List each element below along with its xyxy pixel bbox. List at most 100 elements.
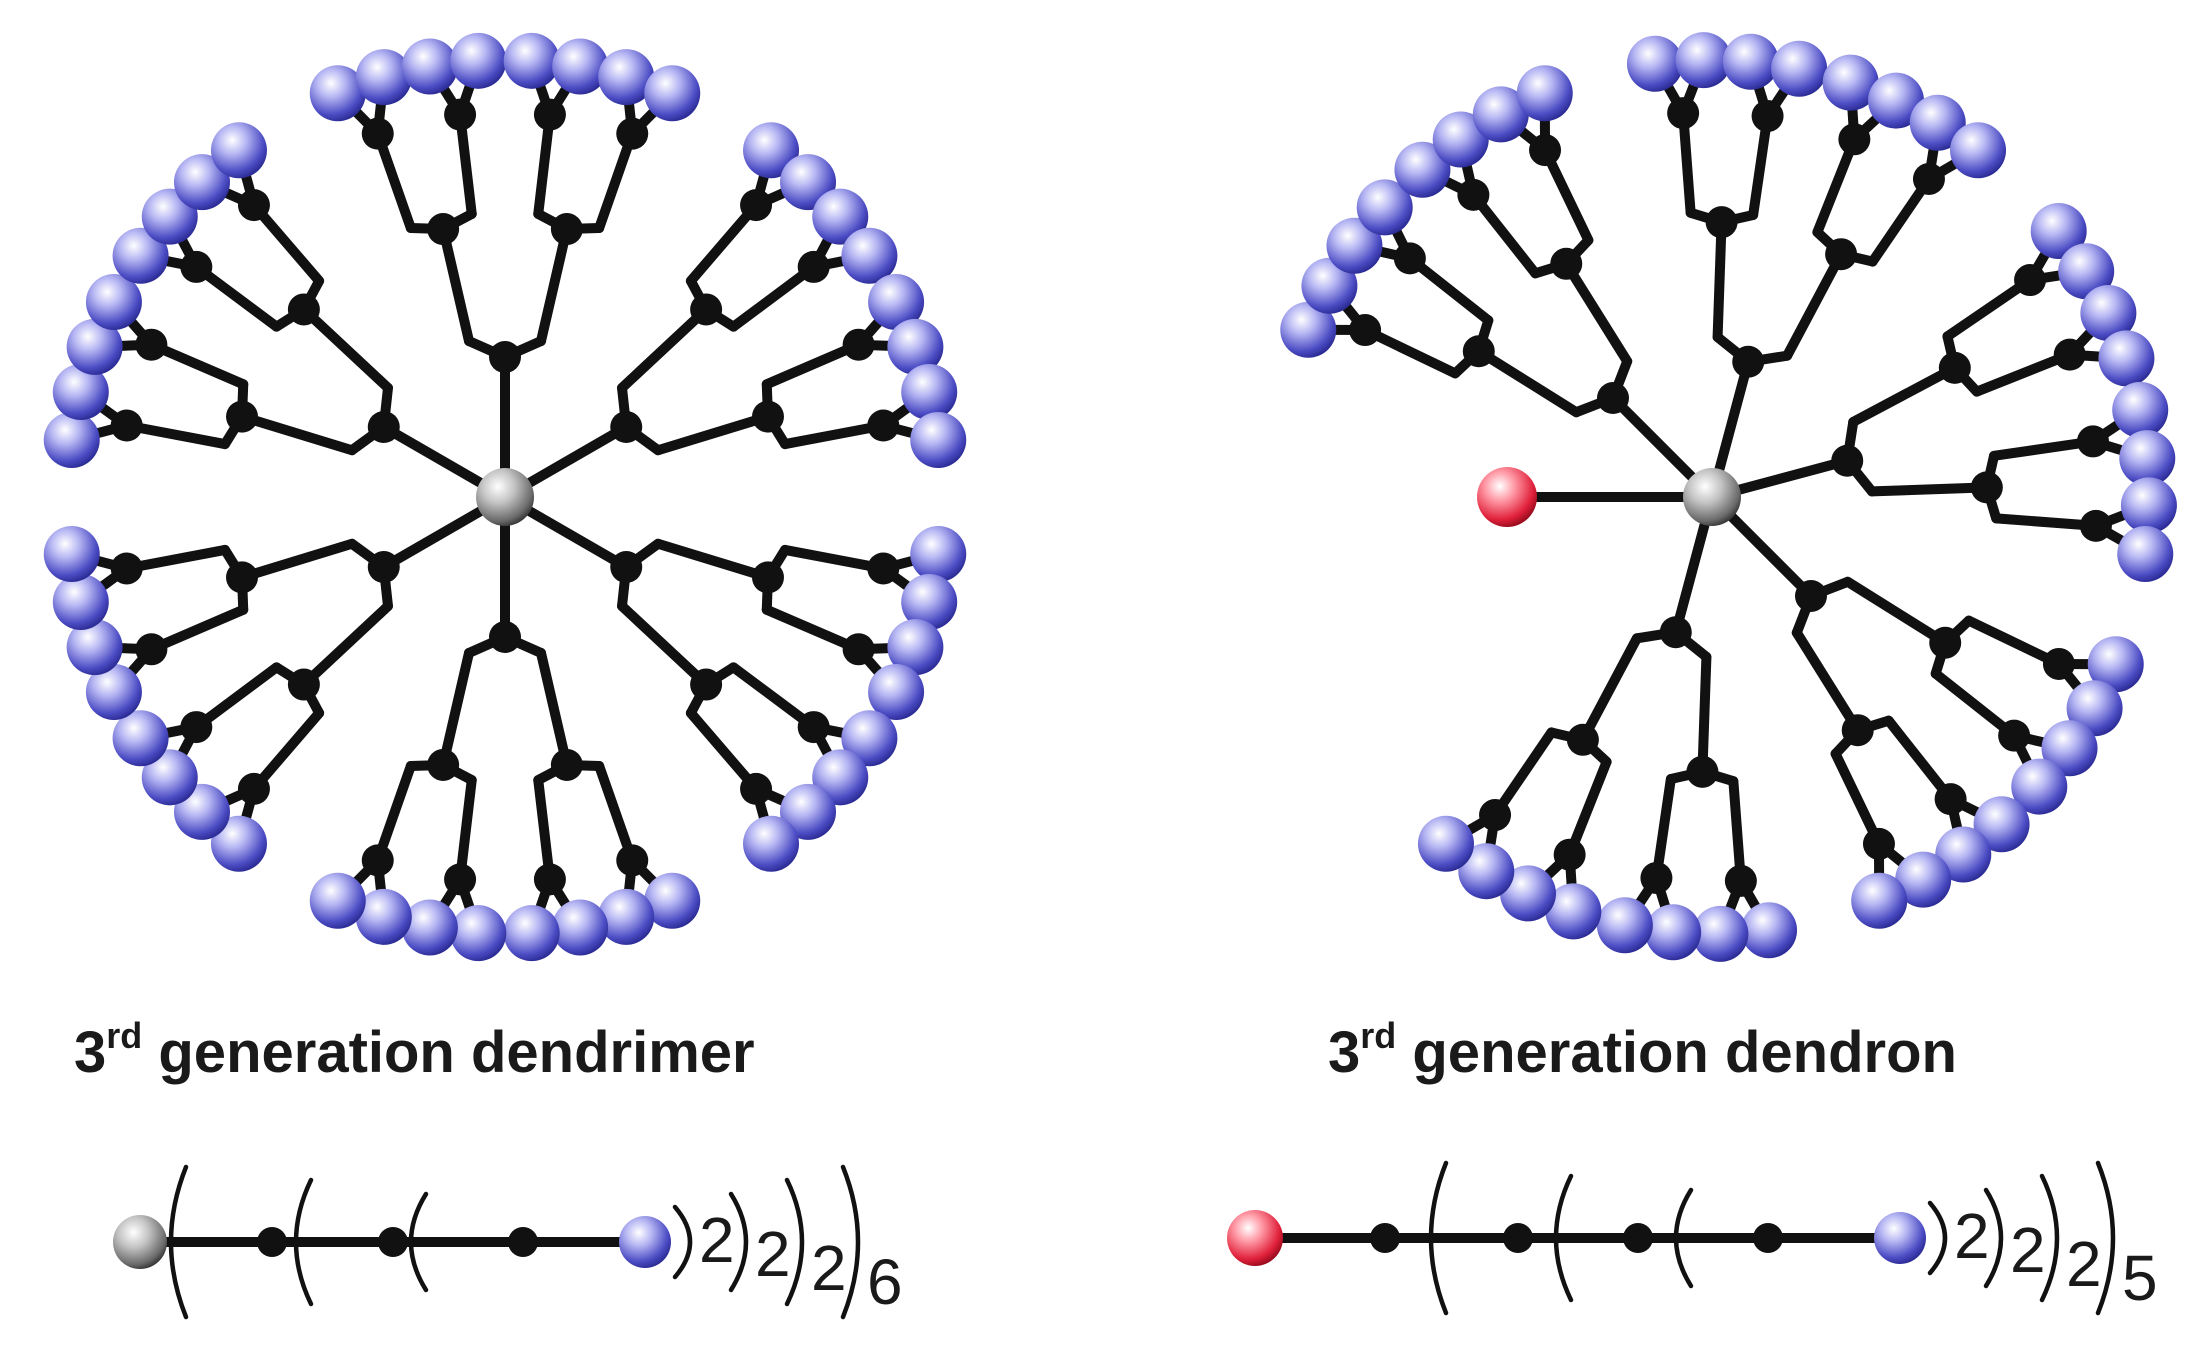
- branch-point-icon: [842, 633, 875, 666]
- close-parenthesis: [2039, 1173, 2060, 1303]
- blue-sphere-icon: [2080, 285, 2137, 342]
- bond-line: [1473, 346, 1582, 418]
- bond-line: [1748, 111, 1773, 220]
- branch-point-icon: [110, 409, 143, 442]
- open-parenthesis: [293, 1177, 314, 1307]
- branch-point-icon: [1794, 579, 1827, 612]
- blue-sphere-icon: [887, 619, 944, 676]
- close-parenthesis: [1983, 1187, 2004, 1289]
- branch-point-icon: [2042, 647, 2075, 680]
- blue-sphere-icon: [43, 526, 100, 583]
- bond-line: [653, 411, 773, 456]
- bond-line: [653, 538, 773, 583]
- dendron-caption-number: 3: [1328, 1020, 1360, 1085]
- grey-sphere-icon: [1683, 468, 1741, 526]
- bond-line: [1404, 253, 1494, 326]
- branch-point-icon: [367, 551, 400, 583]
- branch-point-icon: [1912, 162, 1945, 195]
- blue-sphere-icon: [1909, 94, 1966, 151]
- blue-sphere-icon: [43, 411, 100, 468]
- blue-sphere-icon: [644, 65, 701, 122]
- branch-point-icon: [1751, 100, 1784, 133]
- branch-point-icon: [444, 98, 477, 131]
- grey-sphere-icon: [476, 468, 534, 526]
- branch-point-icon: [180, 250, 213, 283]
- blue-sphere-icon: [2098, 330, 2155, 387]
- blue-sphere-icon: [450, 32, 507, 89]
- bond-line: [1830, 748, 1884, 849]
- bond-line: [535, 647, 572, 770]
- branch-point-icon: [616, 117, 649, 150]
- blue-sphere-icon: [66, 619, 123, 676]
- bond-line: [298, 304, 393, 393]
- blue-sphere-icon: [1822, 54, 1879, 111]
- blue-sphere-icon: [1722, 33, 1779, 90]
- blue-sphere-icon: [1356, 179, 1413, 236]
- branch-point-icon: [690, 293, 723, 326]
- blue-sphere-icon: [868, 663, 925, 720]
- bond-line: [1848, 362, 1960, 427]
- blue-sphere-icon: [841, 227, 898, 284]
- blue-sphere-icon: [1895, 851, 1952, 908]
- bond-line: [1564, 756, 1612, 860]
- blue-sphere-icon: [598, 888, 655, 945]
- open-parenthesis: [408, 1191, 429, 1293]
- blue-sphere-icon: [1545, 883, 1602, 940]
- blue-sphere-icon: [112, 710, 169, 767]
- blue-sphere-icon: [1771, 40, 1828, 97]
- blue-sphere-icon: [85, 274, 142, 331]
- branch-point-icon: [1862, 827, 1895, 860]
- blue-sphere-icon: [868, 274, 925, 331]
- bond-line: [1930, 668, 2020, 741]
- bond-line: [1883, 715, 1956, 805]
- bond-line: [1678, 108, 1696, 218]
- branch-point-icon: [2014, 264, 2047, 297]
- bond-line: [1712, 217, 1727, 343]
- branch-point-icon: [1370, 1223, 1400, 1253]
- blue-sphere-icon: [503, 905, 560, 962]
- bond-line: [1971, 349, 2075, 397]
- blue-sphere-icon: [85, 663, 142, 720]
- branch-point-icon: [226, 400, 259, 433]
- bond-line: [1866, 482, 1992, 497]
- bond-line: [1867, 173, 1934, 267]
- blue-sphere-icon: [141, 749, 198, 806]
- blue-sphere-icon: [2066, 680, 2123, 737]
- bond-line: [372, 760, 416, 866]
- branch-point-icon: [135, 633, 168, 666]
- bond-line: [121, 544, 230, 574]
- branch-point-icon: [1831, 444, 1864, 477]
- branch-point-icon: [444, 863, 477, 896]
- branch-point-icon: [1623, 1223, 1653, 1253]
- bond-line: [761, 339, 864, 390]
- blue-sphere-icon: [598, 49, 655, 106]
- open-parenthesis: [1428, 1160, 1449, 1316]
- bond-line: [533, 775, 555, 885]
- branch-point-icon: [533, 98, 566, 131]
- close-parenthesis: [728, 1191, 749, 1293]
- branch-point-icon: [1753, 1223, 1783, 1253]
- bond-line: [728, 261, 819, 332]
- dendrimer-caption-number: 3: [74, 1020, 106, 1085]
- dendron-formula-subscript-4: 5: [2122, 1242, 2158, 1314]
- branch-point-icon: [287, 668, 320, 701]
- bond-line: [121, 420, 230, 450]
- branch-point-icon: [1659, 616, 1692, 649]
- blue-sphere-icon: [901, 573, 958, 630]
- bond-line: [237, 411, 357, 456]
- branch-point-icon: [2076, 425, 2109, 458]
- blue-sphere-icon: [2119, 430, 2176, 487]
- close-parenthesis: [672, 1204, 693, 1280]
- branch-point-icon: [1724, 864, 1757, 897]
- branch-point-icon: [1503, 1223, 1533, 1253]
- bond-line: [372, 128, 416, 234]
- bond-line: [1842, 576, 1951, 648]
- blue-sphere-icon: [66, 318, 123, 375]
- branch-point-icon: [367, 411, 400, 443]
- branch-point-icon: [1970, 471, 2003, 504]
- dendrimer-formula-subscript-1: 2: [699, 1204, 735, 1276]
- blue-sphere-icon: [2011, 758, 2068, 815]
- svg-text:3rd generation dendrimer: 3rd generation dendrimer: [74, 1015, 755, 1085]
- branch-point-icon: [489, 341, 521, 373]
